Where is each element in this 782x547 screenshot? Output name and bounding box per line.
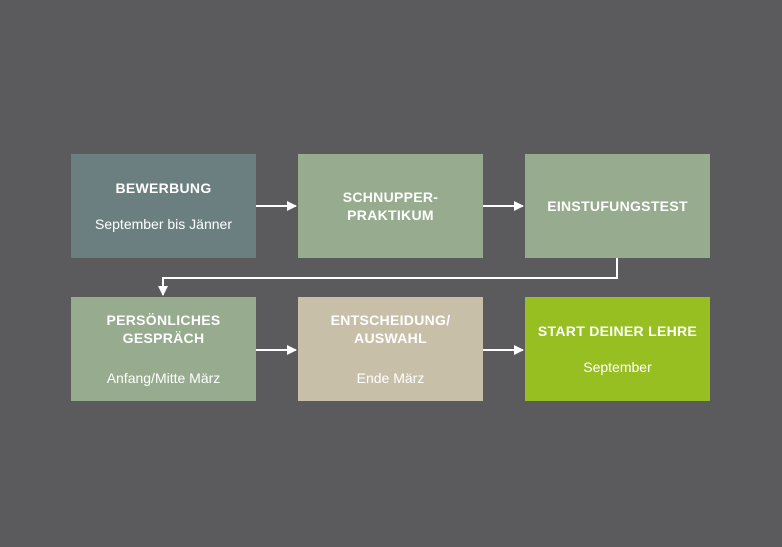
step-subtitle: September	[583, 359, 652, 375]
step-subtitle: September bis Jänner	[95, 216, 232, 232]
step-title: SCHNUPPER- PRAKTIKUM	[342, 189, 439, 223]
step-start-lehre: START DEINER LEHRE September	[525, 297, 710, 401]
step-subtitle: Anfang/Mitte März	[106, 370, 221, 386]
step-title: ENTSCHEIDUNG/ AUSWAHL	[330, 312, 451, 346]
step-title: EINSTUFUNGSTEST	[547, 198, 688, 214]
step-bewerbung: BEWERBUNG September bis Jänner	[71, 154, 256, 258]
step-einstufungstest: EINSTUFUNGSTEST	[525, 154, 710, 258]
step-subtitle: Ende März	[356, 370, 425, 386]
step-title: PERSÖNLICHES GESPRÄCH	[106, 312, 221, 346]
arrow-test-to-gespraech	[158, 258, 618, 296]
step-schnupperpraktikum: SCHNUPPER- PRAKTIKUM	[298, 154, 483, 258]
step-title: START DEINER LEHRE	[537, 323, 698, 339]
step-persoenliches-gespraech: PERSÖNLICHES GESPRÄCH Anfang/Mitte März	[71, 297, 256, 401]
step-title: BEWERBUNG	[115, 180, 212, 196]
step-entscheidung-auswahl: ENTSCHEIDUNG/ AUSWAHL Ende März	[298, 297, 483, 401]
